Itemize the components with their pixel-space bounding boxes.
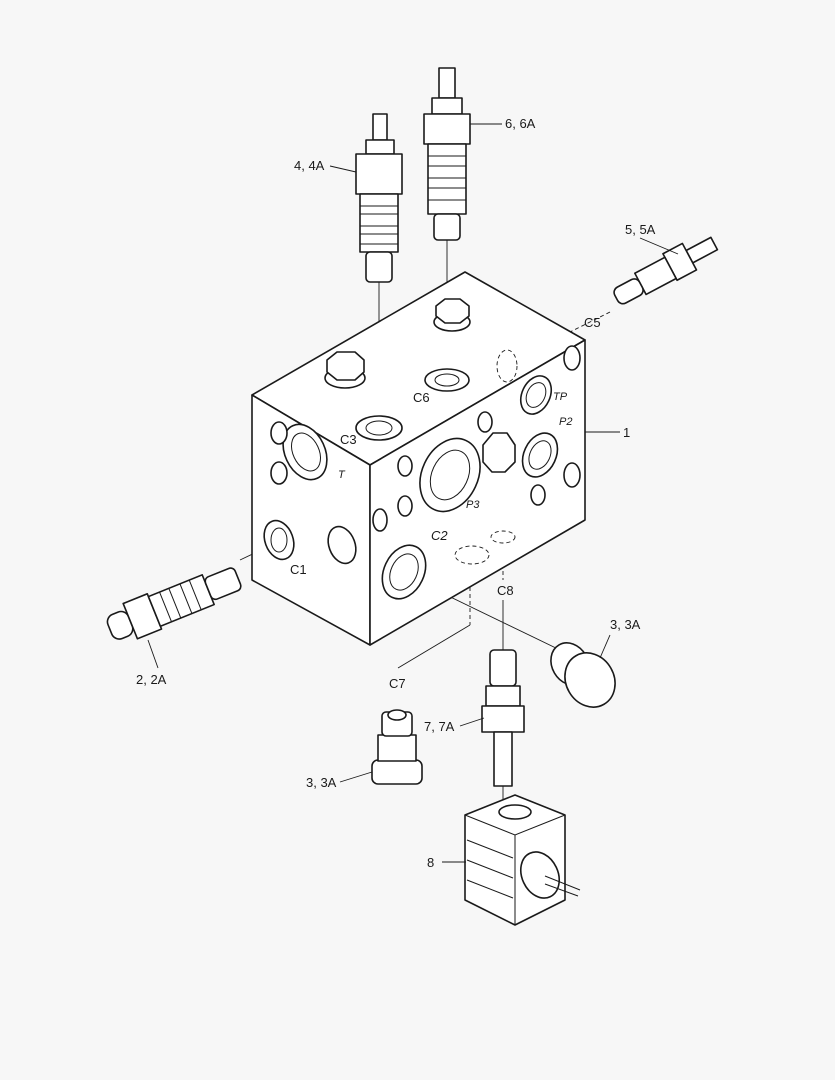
port-c2 <box>381 544 427 600</box>
plug-3-3a-right <box>550 642 616 708</box>
port-label-c6: C6 <box>413 390 430 405</box>
callout-1: 1 <box>623 425 630 440</box>
plug-top-back <box>433 298 471 332</box>
plug-side <box>482 432 516 473</box>
callout-6-6a: 6, 6A <box>505 116 536 131</box>
solenoid-coil-8 <box>464 794 581 926</box>
plug-3-3a-bottom <box>371 709 423 785</box>
callout-3-3a-bottom: 3, 3A <box>306 775 337 790</box>
cartridge-2-2a <box>106 567 242 640</box>
port-p3 <box>419 437 481 513</box>
callout-leaders <box>147 123 679 863</box>
port-t <box>282 423 328 481</box>
port-label-p3: P3 <box>466 499 480 511</box>
port-c3 <box>355 415 403 441</box>
solenoid-valve-7-7a <box>481 649 525 787</box>
port-p2 <box>521 432 559 478</box>
callout-5-5a: 5, 5A <box>625 222 656 237</box>
callout-4-4a: 4, 4A <box>294 158 325 173</box>
port-label-c5: C5 <box>584 315 601 330</box>
valve-block <box>251 271 586 646</box>
callout-3-3a-right: 3, 3A <box>610 617 641 632</box>
port-label-c1: C1 <box>290 562 307 577</box>
port-label-t: T <box>338 469 346 481</box>
callout-8: 8 <box>427 855 434 870</box>
callout-2-2a: 2, 2A <box>136 672 167 687</box>
port-c1 <box>263 519 295 561</box>
port-c6 <box>424 368 470 392</box>
cartridge-4-4a <box>355 113 403 283</box>
port-label-c2: C2 <box>431 528 448 543</box>
port-label-c3: C3 <box>340 432 357 447</box>
port-label-tp: TP <box>553 391 568 403</box>
port-label-c8: C8 <box>497 583 514 598</box>
cartridge-5-5a <box>613 236 719 305</box>
plug-top-left <box>324 351 366 389</box>
labels: 4, 4A 6, 6A 5, 5A 1 2, 2A 3, 3A 3, 3A 7,… <box>136 116 656 870</box>
cartridge-6-6a <box>423 67 471 241</box>
port-label-p2: P2 <box>559 416 572 428</box>
callout-7-7a: 7, 7A <box>424 719 455 734</box>
port-label-c7: C7 <box>389 676 406 691</box>
